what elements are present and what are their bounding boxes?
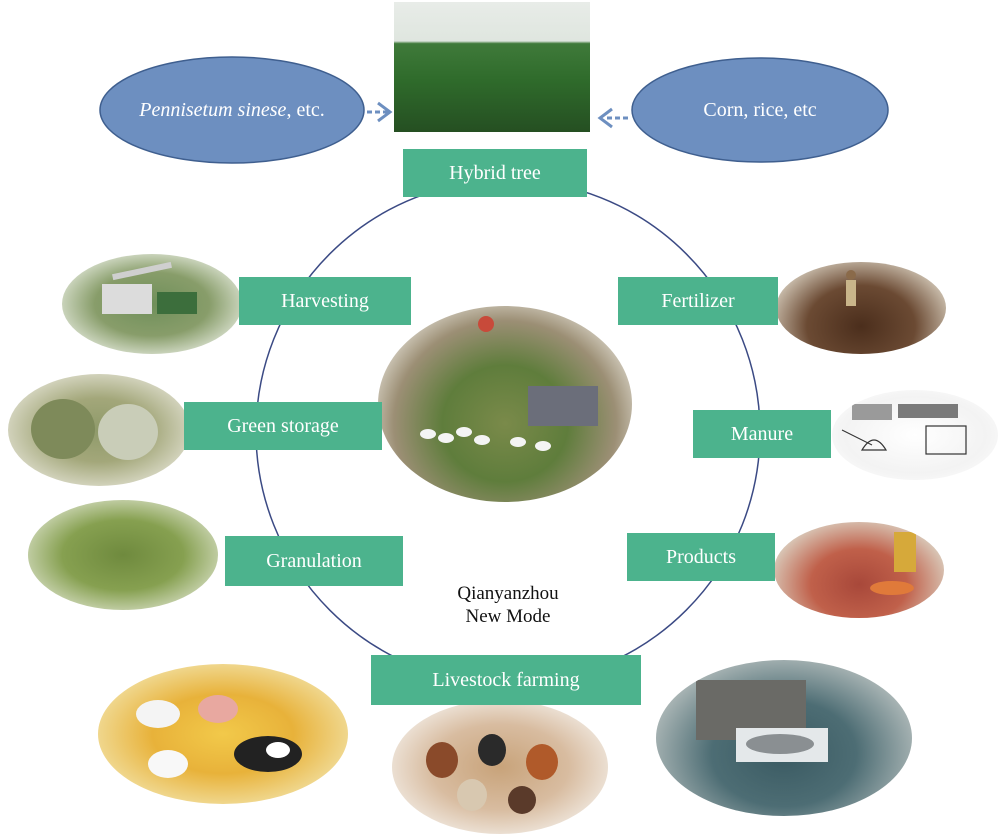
manure-box: Manure	[693, 410, 831, 458]
hybrid-tree-box: Hybrid tree	[403, 149, 587, 197]
left-ellipse	[99, 56, 365, 164]
center-caption: Qianyanzhou New Mode	[420, 582, 596, 628]
orchard-poultry-photo	[378, 306, 632, 502]
livestock-photo	[98, 664, 348, 804]
pellets-photo	[28, 500, 218, 610]
right-ellipse-label: Corn, rice, etc	[703, 98, 817, 121]
products-box: Products	[627, 533, 775, 581]
fish-pond-photo	[656, 660, 912, 816]
biogas-diagram-photo	[832, 390, 998, 480]
etc-text: , etc.	[286, 98, 325, 121]
left-ellipse-label: Pennisetum sinese, etc.	[110, 90, 354, 130]
fertilizer-box: Fertilizer	[618, 277, 778, 325]
chickens-photo	[392, 700, 608, 834]
field-photo	[394, 2, 590, 132]
silage-bales-photo	[8, 374, 190, 486]
center-caption-line2: New Mode	[465, 606, 551, 627]
harvester-photo	[62, 254, 242, 354]
center-caption-line1: Qianyanzhou	[457, 583, 559, 604]
species-name: Pennisetum sinese	[139, 98, 287, 121]
arrow-right-to-tree	[597, 107, 628, 129]
harvesting-box: Harvesting	[239, 277, 411, 325]
livestock-farming-box: Livestock farming	[371, 655, 641, 705]
arrow-left-to-tree	[367, 101, 393, 123]
meat-vegetables-photo	[774, 522, 944, 618]
right-ellipse	[631, 57, 889, 163]
green-storage-box: Green storage	[184, 402, 382, 450]
granulation-box: Granulation	[225, 536, 403, 586]
farmer-field-photo	[776, 262, 946, 354]
